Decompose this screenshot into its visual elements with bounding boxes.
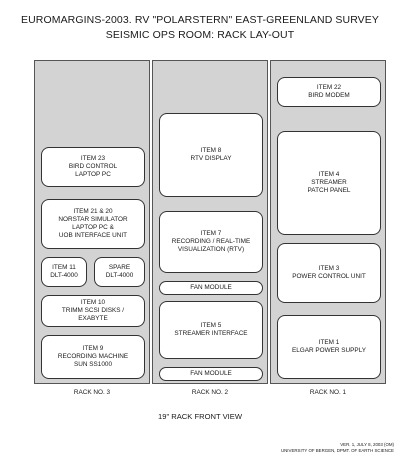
item-label-line: RECORDING MACHINE (57, 353, 129, 360)
item-label-line: PATCH PANEL (307, 187, 351, 194)
item-label-line: STREAMER (311, 179, 347, 186)
rack-2-fan-module-1: FAN MODULE (159, 281, 263, 295)
item-label-line: BIRD MODEM (308, 92, 350, 99)
rack-2-label: RACK NO. 2 (191, 389, 229, 396)
item-label-line: EXABYTE (78, 315, 108, 322)
item-label-line: LAPTOP PC & (72, 224, 114, 231)
item-label-line: ITEM 1 (318, 339, 340, 346)
item-label-line: SUN SS1000 (73, 361, 112, 368)
item-label-line: VISUALIZATION (RTV) (177, 246, 245, 253)
item-label-line: NORSTAR SIMULATOR (58, 216, 128, 223)
item-label-line: LAPTOP PC (75, 171, 111, 178)
version-line: VER. 1, JULY 8, 2003 (OM) (340, 442, 394, 447)
item-label-line: DLT-4000 (105, 272, 134, 279)
item-label-line: RTV DISPLAY (190, 155, 232, 162)
item-label-line: ITEM 4 (318, 171, 340, 178)
diagram-title-line-2: SEISMIC OPS ROOM: RACK LAY-OUT (105, 29, 295, 41)
version-note: VER. 1, JULY 8, 2003 (OM) UNIVERSITY OF … (281, 442, 394, 453)
item-label-line: ITEM 22 (316, 84, 342, 91)
item-label-line: ITEM 3 (318, 265, 340, 272)
rack-2-fan-module-2: FAN MODULE (159, 367, 263, 381)
item-label-line: ITEM 9 (82, 345, 104, 352)
item-label-line: DLT-4000 (50, 272, 78, 279)
item-label-line: FAN MODULE (190, 284, 232, 291)
item-label-line: BIRD CONTROL (68, 163, 118, 170)
item-label-line: ITEM 7 (200, 230, 222, 237)
item-label-line: STREAMER INTERFACE (174, 330, 248, 337)
item-label-line: POWER CONTROL UNIT (292, 273, 366, 280)
front-view-label: 19" RACK FRONT VIEW (158, 412, 242, 421)
rack-1-label: RACK NO. 1 (309, 389, 347, 396)
item-label-line: ITEM 21 & 20 (73, 208, 113, 215)
item-label-line: ITEM 11 (52, 264, 76, 271)
diagram-title-line-1: EUROMARGINS-2003. RV "POLARSTERN" EAST-G… (21, 14, 379, 26)
item-label-line: RECORDING / REAL-TIME (171, 238, 251, 245)
item-label-line: UOB INTERFACE UNIT (58, 232, 128, 239)
item-label-line: TRIMM SCSI DISKS / (61, 307, 125, 314)
item-label-line: FAN MODULE (190, 370, 232, 377)
item-label-line: SPARE (108, 264, 131, 271)
rack-3-label: RACK NO. 3 (73, 389, 111, 396)
item-label-line: ITEM 8 (200, 147, 222, 154)
item-label-line: ELGAR POWER SUPPLY (291, 347, 367, 354)
item-label-line: ITEM 23 (80, 155, 106, 162)
item-label-line: ITEM 10 (80, 299, 106, 306)
institution-line: UNIVERSITY OF BERGEN, DPMT. OF EARTH SCI… (280, 447, 394, 453)
item-label-line: ITEM 5 (200, 322, 222, 329)
